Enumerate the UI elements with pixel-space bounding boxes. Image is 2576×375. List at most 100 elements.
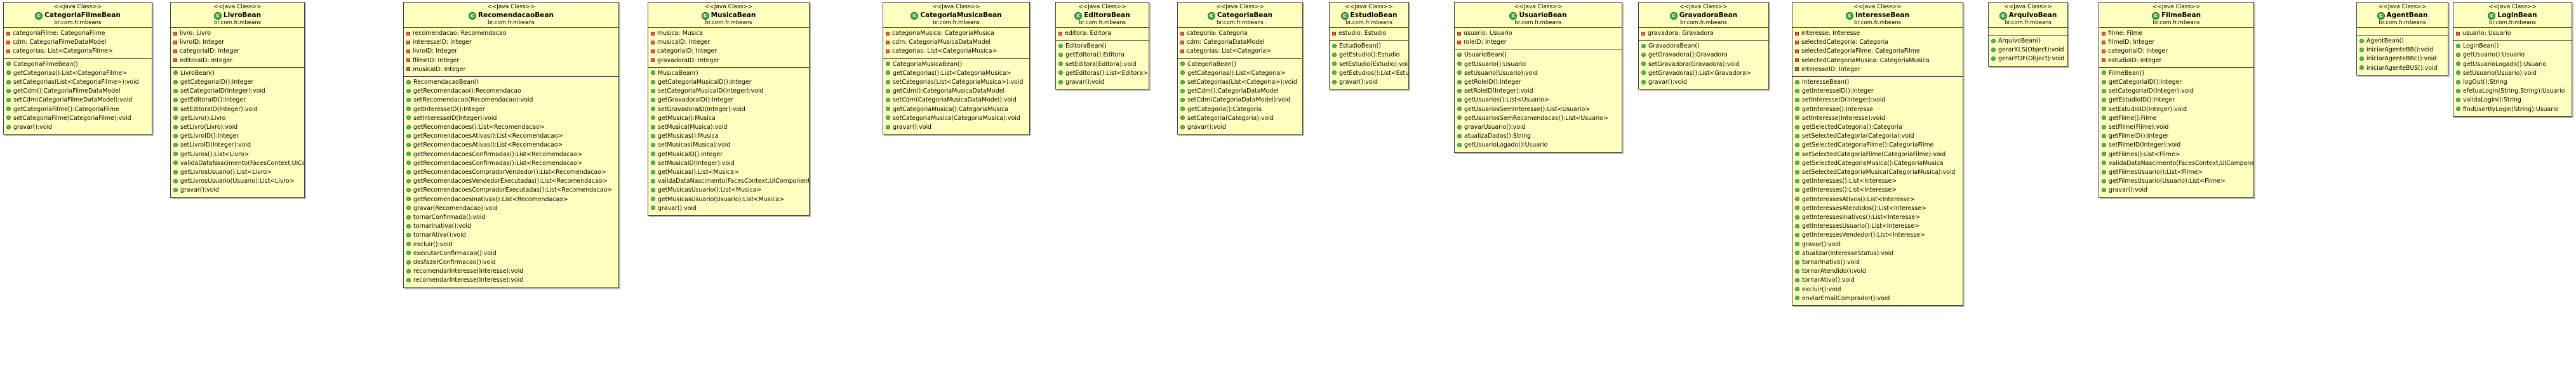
constructor-icon bbox=[2456, 43, 2460, 48]
attribute-text: selectedCategoriaMusica: CategoriaMusica bbox=[1801, 56, 1930, 64]
method-row: getMusicasUsuario(Usuario):List<Musica> bbox=[648, 195, 809, 204]
attribute-row: cdm: CategoriaDataModel bbox=[1178, 38, 1302, 47]
attribute-row: categoriaFilme: CategoriaFilme bbox=[4, 29, 152, 38]
method-text: atualizar(InteresseStatus):void bbox=[1802, 249, 1894, 257]
method-row: getMusicas():List<Musica> bbox=[648, 168, 809, 177]
method-text: setLivro(Livro):void bbox=[180, 124, 238, 131]
method-text: setCdm(CategoriaMusicaDataModel):void bbox=[893, 96, 1017, 104]
attribute-text: livroID: Integer bbox=[413, 48, 457, 55]
attribute-row: roleID: Integer bbox=[1455, 38, 1622, 47]
method-text: executarConfirmacao():void bbox=[413, 249, 497, 257]
attribute-text: musicaID: Integer bbox=[657, 39, 711, 46]
attributes-section: usuario: Usuario bbox=[2453, 28, 2572, 41]
stereotype-label: <<Java Class>> bbox=[213, 4, 262, 10]
method-text: setCategoriaFilme(CategoriaFilme):void bbox=[13, 114, 131, 122]
method-row: getRecomendacoesInativas():List<Recomend… bbox=[404, 195, 618, 204]
method-row: getInteressesAtivos():List<Interesse> bbox=[1792, 195, 1963, 204]
private-field-icon bbox=[1457, 31, 1461, 36]
attribute-text: categorias: List<Categoria> bbox=[1187, 48, 1271, 55]
method-text: validaDataNascimento(FacesContext,UIComp… bbox=[658, 178, 809, 185]
package-label: br.com.fr.mbeans bbox=[2488, 20, 2536, 26]
attribute-row: cdm: CategoriaMusicaDataModel bbox=[883, 38, 1029, 47]
method-text: gerarPDF(Object):void bbox=[1998, 55, 2065, 63]
method-row: gravar():void bbox=[648, 204, 809, 213]
class-icon: C bbox=[2488, 12, 2496, 20]
method-text: getInteresseID():Integer bbox=[413, 105, 485, 113]
private-field-icon bbox=[886, 40, 890, 44]
constructor-icon bbox=[1058, 43, 1063, 48]
method-row: findUserByLogin(String):Usuario bbox=[2453, 105, 2572, 114]
attribute-row: estudio: Estudio bbox=[1330, 29, 1408, 38]
methods-section: CategoriaFilmeBean()getCategorias():List… bbox=[4, 59, 152, 135]
class-name-text: CategoriaMusicaBean bbox=[920, 11, 1002, 19]
public-method-icon bbox=[406, 260, 411, 265]
public-method-icon bbox=[406, 178, 411, 183]
class-icon: C bbox=[1999, 12, 2007, 20]
public-method-icon bbox=[2102, 178, 2106, 183]
method-row: getRecomendacoesConfirmadas():List<Recom… bbox=[404, 159, 618, 168]
public-method-icon bbox=[886, 115, 890, 121]
public-method-icon bbox=[1641, 79, 1646, 84]
method-row: efetuaLogin(String,String):Usuario bbox=[2453, 87, 2572, 96]
method-row: setCategorias(List<Categoria>):void bbox=[1178, 78, 1302, 87]
class-name-text: CategoriaFilmeBean bbox=[44, 11, 121, 19]
method-row: getSelectedCategoriaMusica():CategoriaMu… bbox=[1792, 159, 1963, 168]
public-method-icon bbox=[651, 178, 655, 183]
method-text: getLivrosUsuario(Usuario):List<Livro> bbox=[180, 178, 295, 185]
attribute-text: livroID: Integer bbox=[180, 39, 224, 46]
method-row: getRecomendacoes():List<Recomendacao> bbox=[404, 123, 618, 132]
method-text: getCdm():CategoriaFilmeDataModel bbox=[13, 88, 121, 95]
public-method-icon bbox=[6, 70, 11, 76]
attribute-text: usuario: Usuario bbox=[1464, 30, 1512, 37]
method-row: getEstudio():Estudio bbox=[1330, 51, 1408, 60]
public-method-icon bbox=[651, 107, 655, 112]
method-text: setGravadoraID(Integer):void bbox=[658, 105, 745, 113]
method-text: getUsuarios():List<Usuario> bbox=[1464, 96, 1550, 104]
class-icon: C bbox=[1207, 12, 1215, 20]
attribute-row: usuario: Usuario bbox=[1455, 29, 1622, 38]
attribute-row: filmeID: Integer bbox=[2099, 38, 2253, 47]
method-row: enviarEmailComprador():void bbox=[1792, 294, 1963, 303]
package-label: br.com.fr.mbeans bbox=[213, 20, 261, 26]
class-name-text: ArquivoBean bbox=[2008, 11, 2057, 19]
attribute-text: categoriaID: Integer bbox=[180, 48, 240, 55]
method-row: validaDataNascimento(FacesContext,UIComp… bbox=[648, 177, 809, 186]
method-text: setCategorias(List<CategoriaMusica>):voi… bbox=[893, 79, 1024, 86]
class-name-text: AgentBean bbox=[2386, 11, 2428, 19]
method-text: getEstudio():Estudio bbox=[1339, 51, 1400, 59]
public-method-icon bbox=[1457, 124, 1462, 129]
constructor-icon bbox=[1991, 38, 1996, 43]
private-field-icon bbox=[6, 40, 10, 44]
public-method-icon bbox=[406, 107, 411, 112]
method-row: getMusicasUsuario():List<Musica> bbox=[648, 186, 809, 195]
method-row: getUsuarios():List<Usuario> bbox=[1455, 96, 1622, 105]
public-method-icon bbox=[1457, 88, 1462, 93]
public-method-icon bbox=[886, 70, 890, 76]
public-method-icon bbox=[1795, 161, 1799, 166]
method-text: getEstudioID():Integer bbox=[2109, 96, 2175, 104]
attribute-row: selectedCategoria: Categoria bbox=[1792, 38, 1963, 47]
method-row: getFilme():Filme bbox=[2099, 114, 2253, 123]
attribute-text: editora: Editora bbox=[1065, 30, 1111, 37]
method-text: gravar():void bbox=[1065, 79, 1105, 86]
